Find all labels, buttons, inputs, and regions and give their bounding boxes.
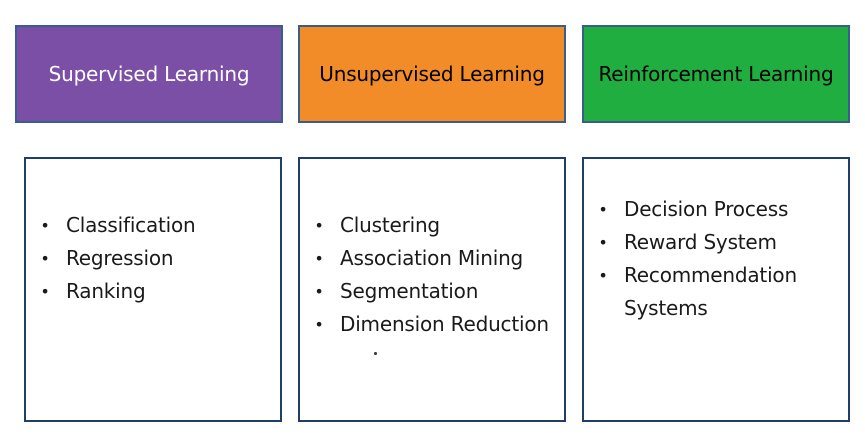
bullet-icon: • [40,216,50,235]
bullet-icon: • [40,282,50,301]
list-item-label: Decision Process [624,197,789,221]
list-item: • Reward System [596,226,842,259]
list-item-label: Association Mining [340,246,524,270]
bullet-icon: • [314,315,324,334]
bullet-icon: • [314,216,324,235]
list-item: • Classification [38,209,274,242]
bullet-icon: • [314,282,324,301]
list-item: • Ranking [38,275,274,308]
list-item-label: Segmentation [340,279,479,303]
list-item-label: Regression [66,246,174,270]
unsupervised-learning-list: • Clustering • Association Mining • Segm… [312,209,558,341]
bullet-icon: • [314,249,324,268]
reinforcement-learning-list: • Decision Process • Reward System • Rec… [596,193,842,325]
unsupervised-learning-header: Unsupervised Learning [298,25,566,123]
stray-dot-mark [374,352,377,355]
list-item-label: Ranking [66,279,146,303]
list-item-label: Reward System [624,230,777,254]
list-item: • Clustering [312,209,558,242]
list-item: • Regression [38,242,274,275]
list-item: • Dimension Reduction [312,308,558,341]
list-item: • Decision Process [596,193,842,226]
bullet-icon: • [598,266,608,285]
list-item-label: Recommendation Systems [624,263,797,320]
reinforcement-learning-panel: • Decision Process • Reward System • Rec… [582,157,850,422]
list-item-label: Dimension Reduction [340,312,549,336]
bullet-icon: • [40,249,50,268]
list-item: • Recommendation Systems [596,259,842,325]
supervised-learning-header: Supervised Learning [15,25,283,123]
list-item-label: Classification [66,213,196,237]
list-item-label: Clustering [340,213,440,237]
list-item: • Association Mining [312,242,558,275]
supervised-learning-panel: • Classification • Regression • Ranking [24,157,282,422]
list-item: • Segmentation [312,275,558,308]
bullet-icon: • [598,200,608,219]
bullet-icon: • [598,233,608,252]
unsupervised-learning-panel: • Clustering • Association Mining • Segm… [298,157,566,422]
supervised-learning-list: • Classification • Regression • Ranking [38,209,274,308]
reinforcement-learning-header: Reinforcement Learning [582,25,850,123]
